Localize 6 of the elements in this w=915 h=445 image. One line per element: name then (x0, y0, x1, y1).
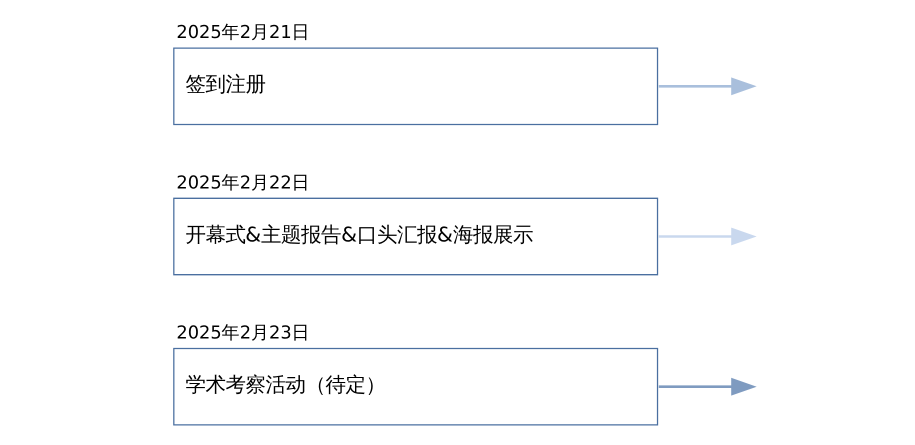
arrow (658, 77, 757, 96)
node-label: 2025年2月22日 (176, 172, 310, 194)
node-label: 2025年2月23日 (176, 322, 310, 344)
node-label: 2025年2月21日 (176, 22, 310, 44)
arrow (658, 378, 757, 396)
arrow (658, 228, 757, 246)
